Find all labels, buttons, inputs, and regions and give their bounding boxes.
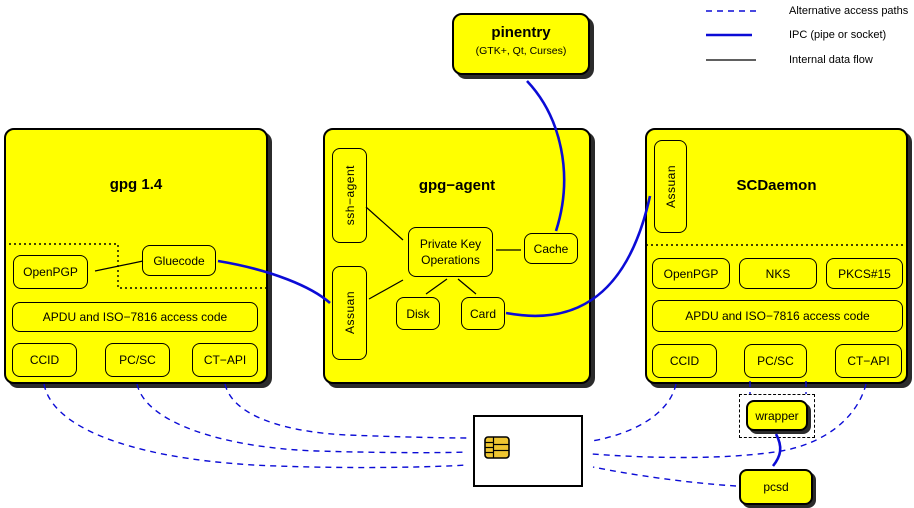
pinentry-title: pinentry	[491, 24, 551, 41]
private-key-operations-box: Private Key Operations	[408, 227, 493, 277]
gpg14-pcsc-box: PC/SC	[105, 343, 170, 377]
scdaemon-ccid-box: CCID	[652, 344, 717, 378]
alt-scdaemon-ccid-to-card	[591, 383, 677, 442]
gpg-agent-title: gpg−agent	[418, 177, 496, 194]
card-box: Card	[461, 297, 505, 330]
pko-line2: Operations	[421, 253, 480, 267]
gpg14-ccid-box: CCID	[12, 343, 77, 377]
gpg-agent-ssh-agent-box: ssh−agent	[332, 148, 367, 243]
alt-pcsd-to-card	[592, 466, 737, 487]
scdaemon-box: SCDaemon	[645, 128, 908, 384]
alt-gpg14-pcsc-to-card	[136, 383, 468, 454]
smart-card	[473, 415, 583, 487]
scdaemon-pkcs15-box: PKCS#15	[826, 258, 903, 289]
scdaemon-title: SCDaemon	[736, 177, 817, 194]
gpg14-apdu-box: APDU and ISO−7816 access code	[12, 302, 258, 332]
gpg-agent-assuan-label: Assuan	[342, 291, 357, 335]
scdaemon-apdu-box: APDU and ISO−7816 access code	[652, 300, 903, 332]
scdaemon-assuan-label: Assuan	[663, 164, 678, 209]
scdaemon-ctapi-box: CT−API	[835, 344, 902, 378]
ipc-wrapper-to-pcsd	[771, 433, 782, 467]
gpg-agent-assuan-box: Assuan	[332, 266, 367, 360]
alt-scdaemon-ctapi-to-card	[591, 383, 867, 459]
scdaemon-nks-box: NKS	[739, 258, 817, 289]
gpg14-openpgp-box: OpenPGP	[13, 255, 88, 289]
gpg14-title: gpg 1.4	[109, 176, 163, 193]
legend-internal-flow-label: Internal data flow	[789, 54, 873, 66]
wrapper-box: wrapper	[746, 400, 808, 431]
pko-line1: Private Key	[419, 236, 482, 251]
scdaemon-pcsc-box: PC/SC	[744, 344, 807, 378]
cache-box: Cache	[524, 233, 578, 264]
pcsd-box: pcsd	[739, 469, 813, 505]
pinentry-subtitle: (GTK+, Qt, Curses)	[475, 45, 567, 57]
pinentry-box: pinentry (GTK+, Qt, Curses)	[452, 13, 590, 75]
ssh-agent-label: ssh−agent	[342, 165, 357, 226]
gpg14-ctapi-box: CT−API	[192, 343, 258, 377]
legend-ipc-label: IPC (pipe or socket)	[789, 29, 887, 41]
disk-box: Disk	[396, 297, 440, 330]
scdaemon-assuan-box: Assuan	[654, 140, 687, 233]
card-chip-icon	[484, 436, 510, 459]
gpg14-gluecode-box: Gluecode	[142, 245, 216, 276]
alt-gpg14-ctapi-to-card	[224, 383, 468, 439]
scdaemon-openpgp-box: OpenPGP	[652, 258, 730, 289]
alt-gpg14-ccid-to-card	[43, 383, 468, 469]
legend-alternative-access-label: Alternative access paths	[789, 5, 909, 17]
